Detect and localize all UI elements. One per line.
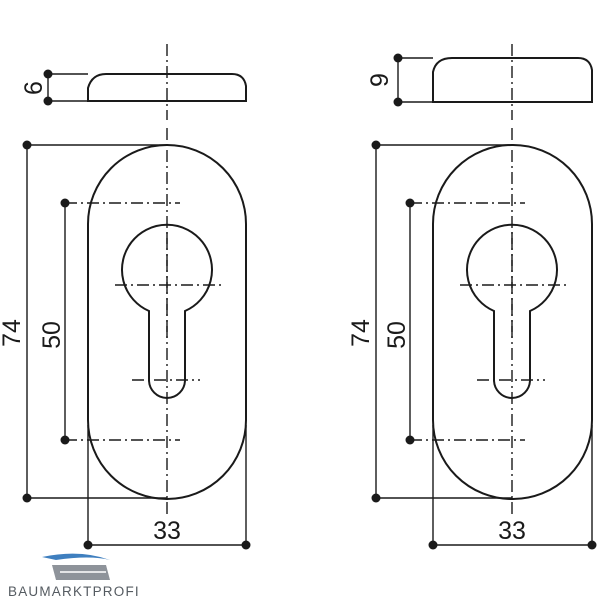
keyhole-cutout-left [121,223,213,399]
side-profile-left [87,73,247,102]
thickness-dimension-right: 9 [366,53,433,107]
width-label-right: 33 [498,517,526,545]
width-dimension-left: 33 [83,425,251,550]
height-label-right: 74 [347,319,375,347]
height-label-left: 74 [0,319,26,347]
baumarktprofi-logo: BAUMARKTPROFI [8,553,140,599]
width-label-left: 33 [153,517,181,545]
hole-spacing-label-left: 50 [38,321,66,349]
width-dimension-right: 33 [428,425,597,550]
escutcheon-drawing-right: 9 74 50 [347,44,597,550]
height-dimension-right: 74 [347,140,512,503]
logo-swoosh-icon [42,553,110,560]
height-dimension-left: 74 [0,140,167,503]
escutcheon-drawing-left: 6 74 50 [0,44,251,550]
hole-spacing-dimension-right: 50 [383,198,415,445]
side-profile-right [432,57,593,103]
thickness-label-right: 9 [366,73,394,87]
hole-spacing-dimension-left: 50 [38,198,70,445]
thickness-dimension-left: 6 [20,69,88,106]
keyhole-cutout-right [466,223,558,399]
logo-text: BAUMARKTPROFI [8,584,140,599]
hole-spacing-label-right: 50 [383,321,411,349]
thickness-label-left: 6 [20,81,48,95]
